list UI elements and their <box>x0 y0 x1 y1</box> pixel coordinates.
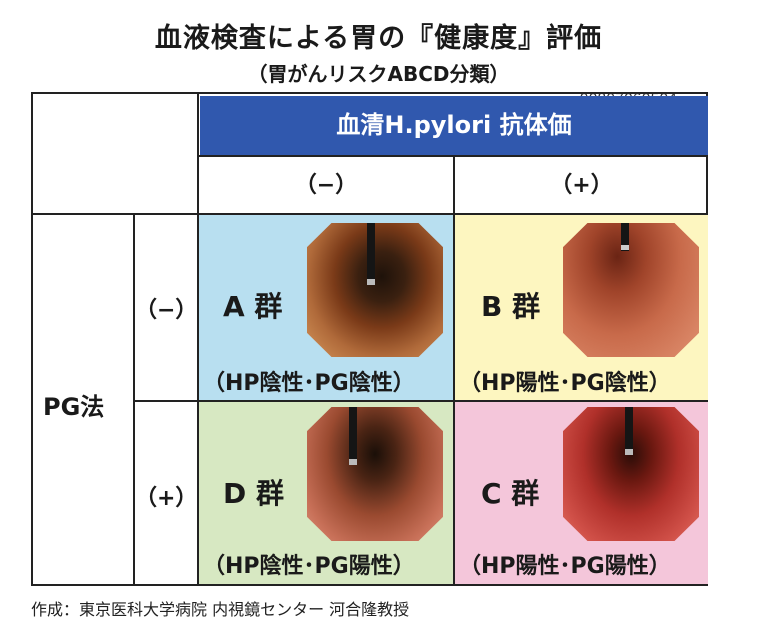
pg-method-label: PG法 <box>43 393 105 421</box>
page-title: 血液検査による胃の『健康度』評価 <box>154 23 603 54</box>
pg-positive-label: （+） <box>135 486 198 511</box>
group-c-label: C 群 <box>481 477 540 510</box>
group-b-label: B 群 <box>481 290 541 323</box>
endoscopy-image-c <box>563 407 699 541</box>
divider <box>133 213 135 584</box>
group-d-cell: D 群 （HP陰性･PG陽性） <box>199 402 453 584</box>
antibody-header: 血清H.pylori 抗体価 <box>200 96 708 155</box>
divider <box>133 400 708 402</box>
hp-negative-header: （−） <box>294 173 358 198</box>
group-d-description: （HP陰性･PG陽性） <box>203 554 415 579</box>
credit-footer: 作成：東京医科大学病院 内視鏡センター 河合隆教授 <box>31 600 410 619</box>
pg-negative-label: （−） <box>135 298 198 323</box>
page-subtitle: （胃がんリスクABCD分類） <box>247 62 510 86</box>
group-a-label: A 群 <box>223 290 283 323</box>
group-d-label: D 群 <box>223 477 284 510</box>
hp-positive-header: （+） <box>550 173 613 198</box>
group-c-cell: C 群 （HP陽性･PG陽性） <box>455 402 708 584</box>
endoscopy-image-b <box>563 223 699 357</box>
divider <box>33 213 708 215</box>
endoscopy-image-d <box>307 407 443 541</box>
group-a-description: （HP陰性･PG陰性） <box>203 371 415 396</box>
divider <box>453 155 455 584</box>
group-a-cell: A 群 （HP陰性･PG陰性） <box>199 215 453 400</box>
group-c-description: （HP陽性･PG陽性） <box>459 554 671 579</box>
divider <box>197 155 708 157</box>
abcd-classification-table: 血清H.pylori 抗体価 （−） （+） PG法 （−） （+） A 群 （… <box>31 92 708 586</box>
group-b-description: （HP陽性･PG陰性） <box>459 371 671 396</box>
divider <box>197 94 199 584</box>
group-b-cell: B 群 （HP陽性･PG陰性） <box>455 215 708 400</box>
endoscopy-image-a <box>307 223 443 357</box>
